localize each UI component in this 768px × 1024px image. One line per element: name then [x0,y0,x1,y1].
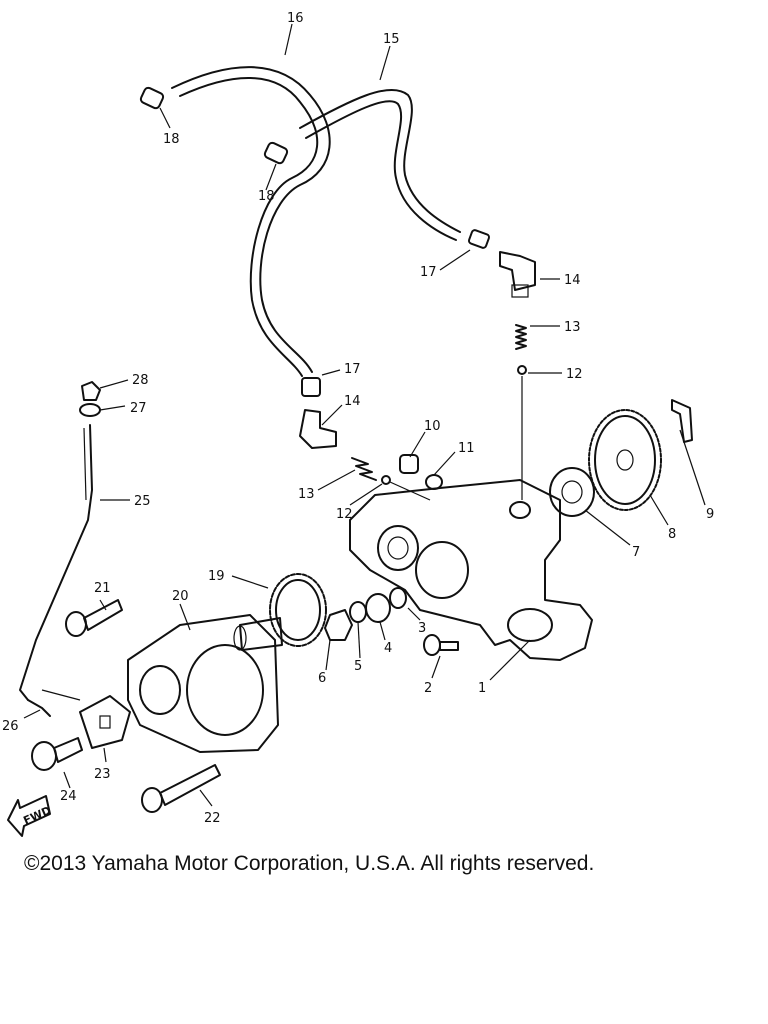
elbow-14-b [299,409,337,449]
callout-9: 9 [706,507,714,522]
fwd-arrow-icon: FWD [7,795,53,837]
callout-3: 3 [418,621,426,636]
callout-13-a: 13 [564,320,581,335]
callout-25: 25 [134,494,151,509]
callout-numbers: 16 15 18 18 17 14 13 12 17 14 13 12 10 1… [2,11,714,826]
callout-12-b: 12 [336,507,353,522]
ball-12-b [381,475,391,485]
screw-2 [423,634,459,656]
callout-15: 15 [383,32,400,47]
callout-6: 6 [318,671,326,686]
callout-7: 7 [632,545,640,560]
hose-15 [299,88,461,241]
ball-12-a [517,365,527,375]
leader-lines [23,23,706,807]
callout-17-a: 17 [420,265,437,280]
callout-5: 5 [354,659,362,674]
rod-25 [19,424,93,701]
callout-18-b: 18 [258,189,275,204]
callout-19: 19 [208,569,225,584]
copyright-notice: ©2013 Yamaha Motor Corporation, U.S.A. A… [24,852,595,875]
washer-27 [79,403,101,417]
sleeve-18-a [139,86,165,110]
callout-17-b: 17 [344,362,361,377]
washer-4 [365,593,391,623]
washer-11 [425,474,443,490]
callout-13-b: 13 [298,487,315,502]
elbow-14-a [499,251,536,298]
plate-23 [79,695,131,749]
oil-pump-body-1 [349,479,593,661]
callout-14-a: 14 [564,273,581,288]
callout-4: 4 [384,641,392,656]
clip-17-b [301,377,321,397]
exploded-parts-diagram: FWD 16 [2,11,714,837]
bolt-21 [65,599,123,637]
sleeve-18-b [263,141,289,165]
clip-17-a [467,229,491,249]
cap-10 [399,454,419,474]
callout-28: 28 [132,373,149,388]
nut-6 [324,609,353,641]
spring-13-a [515,324,527,350]
shim-3 [389,587,407,609]
callout-16: 16 [287,11,304,26]
callout-8: 8 [668,527,676,542]
washer-5 [349,601,367,623]
spring-13-b [351,457,377,481]
callout-18-a: 18 [163,132,180,147]
callout-10: 10 [424,419,441,434]
gear-19 [233,573,327,651]
callout-27: 27 [130,401,147,416]
callout-1: 1 [478,681,486,696]
callout-20: 20 [172,589,189,604]
callout-11: 11 [458,441,475,456]
callout-14-b: 14 [344,394,361,409]
bolt-22 [141,764,221,813]
hose-16 [171,66,331,377]
callout-26: 26 [2,719,19,734]
bearing-7 [549,467,595,517]
bolt-24 [31,737,83,771]
callout-23: 23 [94,767,111,782]
callout-22: 22 [204,811,221,826]
fwd-label: FWD [21,804,53,828]
nut-28 [81,381,101,401]
cover-20 [127,614,279,753]
callout-2: 2 [424,681,432,696]
callout-21: 21 [94,581,111,596]
callout-12-a: 12 [566,367,583,382]
gear-8 [588,409,662,511]
clip-26 [27,699,51,717]
callout-24: 24 [60,789,77,804]
